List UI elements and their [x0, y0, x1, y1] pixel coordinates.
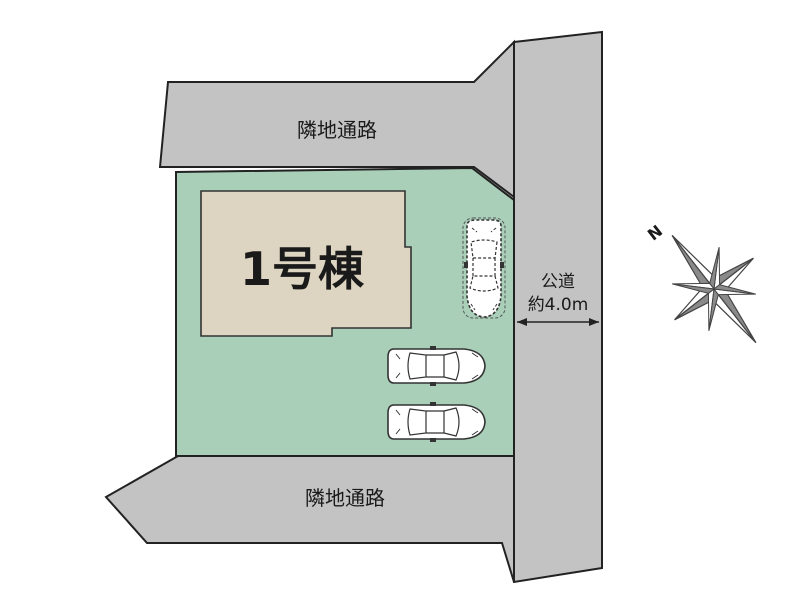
south-passage-label: 隣地通路 — [305, 486, 385, 510]
compass-rose-icon — [671, 234, 757, 344]
south-passage — [104, 455, 515, 583]
car-icon — [387, 401, 486, 443]
building-footprint — [200, 190, 412, 337]
compass-north-letter: N — [644, 221, 666, 244]
public-road-label: 公道 — [541, 272, 575, 292]
car-icon — [387, 345, 486, 387]
north-passage-label: 隣地通路 — [297, 118, 377, 142]
parking-space-dashed — [462, 217, 506, 319]
car-icon — [463, 219, 505, 318]
building-label: 1号棟 — [240, 242, 365, 296]
public-road-width: 約4.0m — [528, 295, 589, 315]
